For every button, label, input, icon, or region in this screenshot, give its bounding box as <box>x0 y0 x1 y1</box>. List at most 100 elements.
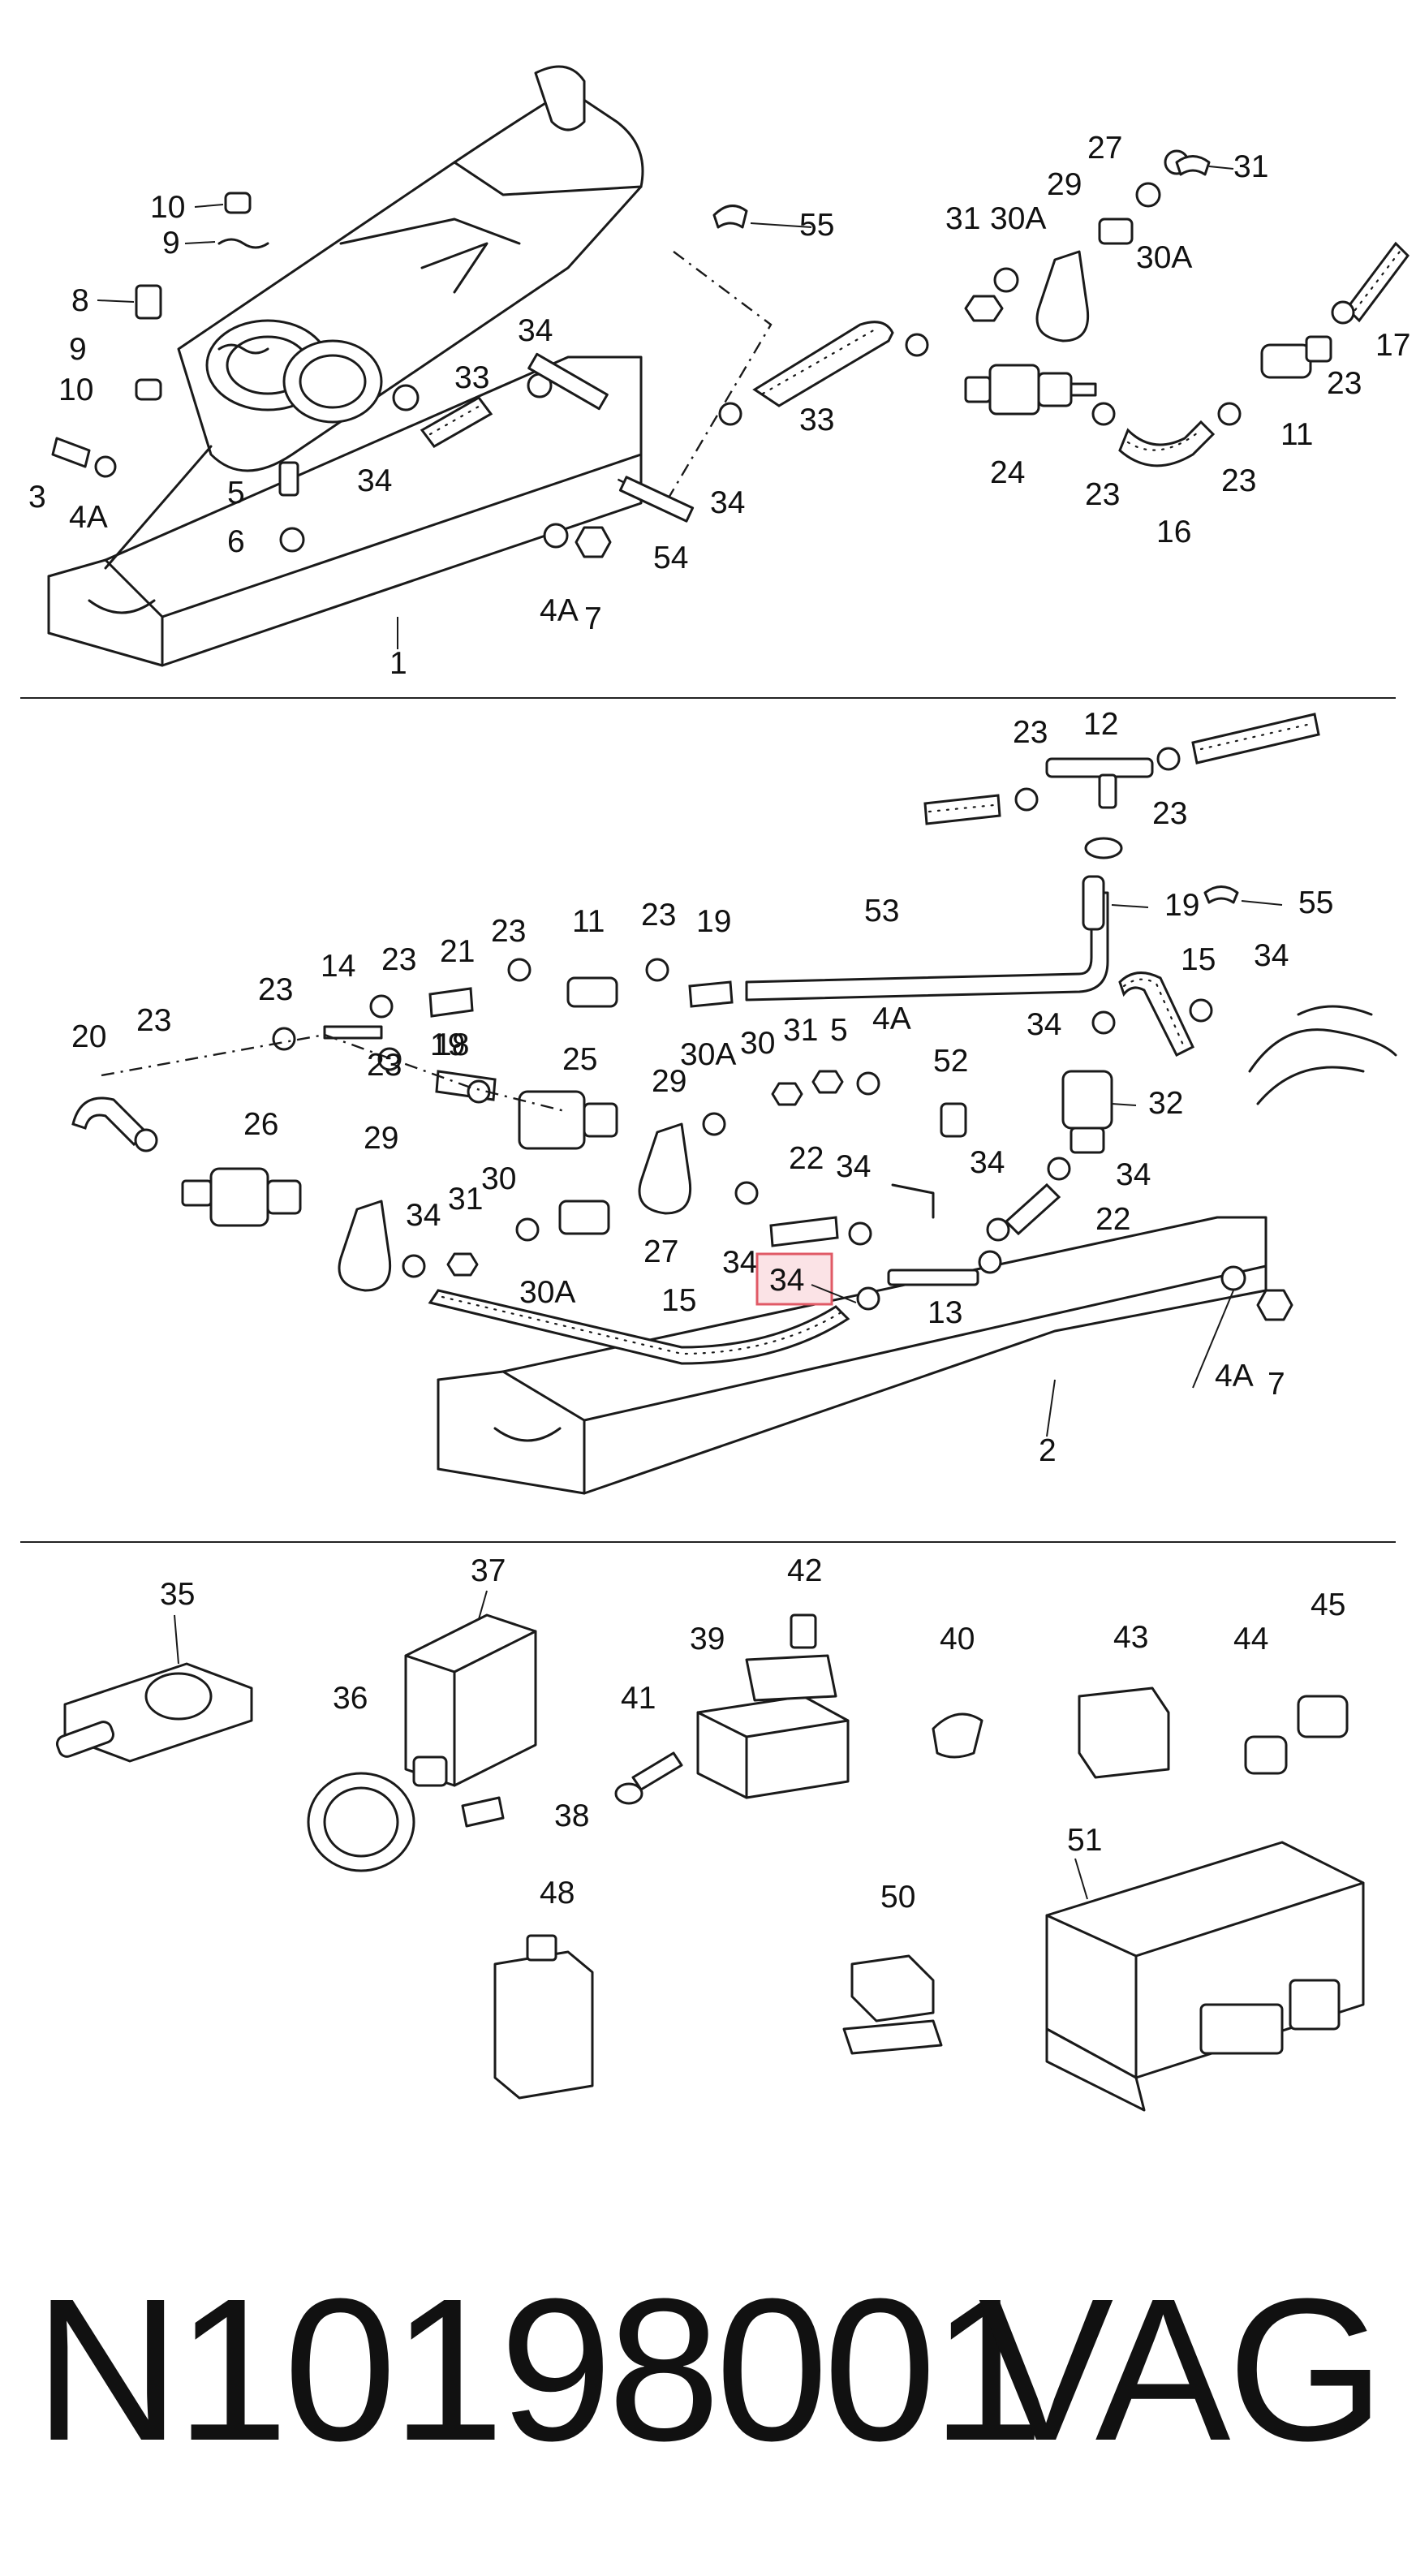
callout-10-top: 10 <box>150 190 185 225</box>
callout-35: 35 <box>160 1577 195 1612</box>
callout-34-s2-a: 34 <box>1254 938 1289 973</box>
callout-40: 40 <box>940 1622 975 1656</box>
callout-29-mid-right: 29 <box>652 1064 686 1099</box>
callout-31-mid: 31 <box>783 1013 818 1048</box>
callout-31-top-right: 31 <box>1233 149 1268 184</box>
callout-7-top: 7 <box>584 601 602 636</box>
callout-30-mid: 30 <box>740 1026 775 1061</box>
callout-44: 44 <box>1233 1622 1268 1656</box>
brand-name: VAG <box>978 2256 1385 2483</box>
callout-34-s2-e: 34 <box>836 1149 871 1184</box>
callout-34-s2-b: 34 <box>1026 1007 1061 1042</box>
callout-34-s2-d: 34 <box>406 1198 441 1233</box>
callout-2: 2 <box>1039 1433 1057 1468</box>
callout-10-lower: 10 <box>58 373 93 407</box>
callout-4a-mid: 4A <box>540 593 579 628</box>
callout-12: 12 <box>1083 707 1118 742</box>
callout-9-lower: 9 <box>69 332 87 367</box>
callout-23-s2-f: 23 <box>491 914 526 949</box>
callout-9-top: 9 <box>162 226 180 261</box>
callout-labels: 10 9 8 9 10 3 4A 5 6 1 34 33 34 33 34 54… <box>28 131 1410 1915</box>
callout-48: 48 <box>540 1876 575 1910</box>
callout-14: 14 <box>321 949 355 984</box>
callout-19-left: 19 <box>696 904 731 939</box>
callout-4a-left: 4A <box>69 500 108 535</box>
callout-45: 45 <box>1311 1587 1345 1622</box>
callout-39: 39 <box>690 1622 725 1656</box>
callout-23-top-right: 23 <box>1327 366 1362 401</box>
part-number: N10198001 <box>34 2256 1044 2483</box>
callout-29-top: 29 <box>1047 167 1082 202</box>
callout-19-right: 19 <box>1164 888 1199 923</box>
callout-37: 37 <box>471 1553 506 1588</box>
callout-27-mid: 27 <box>643 1234 678 1269</box>
exploded-parts-diagram: 10 9 8 9 10 3 4A 5 6 1 34 33 34 33 34 54… <box>20 65 1410 2112</box>
callout-17: 17 <box>1375 328 1410 363</box>
callout-41: 41 <box>621 1681 656 1716</box>
callout-6: 6 <box>227 524 245 559</box>
callout-8: 8 <box>71 283 89 318</box>
highlight-box <box>755 1252 833 1306</box>
callout-3: 3 <box>28 480 46 515</box>
callout-50: 50 <box>880 1880 915 1915</box>
callout-34-c: 34 <box>710 485 745 520</box>
callout-18: 18 <box>434 1027 469 1062</box>
callout-31-top: 31 <box>945 201 980 236</box>
callout-55-top: 55 <box>799 208 834 243</box>
callout-30-mid-lower: 30 <box>481 1161 516 1196</box>
callout-23-s2-g: 23 <box>641 898 676 933</box>
callout-23-top-mid: 23 <box>1085 477 1120 512</box>
fuel-line-assembly <box>71 713 1397 1495</box>
callout-43: 43 <box>1113 1620 1148 1655</box>
callout-34-b: 34 <box>357 463 392 498</box>
callout-30a-mid-lower: 30A <box>519 1275 575 1310</box>
callout-23-s2-c: 23 <box>136 1003 171 1038</box>
callout-34-s2-f: 34 <box>970 1145 1005 1180</box>
callout-21: 21 <box>440 934 475 969</box>
callout-1: 1 <box>390 646 407 681</box>
callout-15-right: 15 <box>1181 942 1216 977</box>
callout-19-mid: 19 <box>430 1027 465 1062</box>
callout-7-mid: 7 <box>1268 1367 1285 1402</box>
callout-30a-mid: 30A <box>680 1037 736 1072</box>
callout-26: 26 <box>243 1107 278 1142</box>
callout-23-s2-h: 23 <box>367 1048 402 1083</box>
callout-51: 51 <box>1067 1823 1102 1858</box>
leader-lines <box>97 166 1283 1900</box>
callout-11-mid: 11 <box>572 904 605 939</box>
callout-22-mid: 22 <box>789 1141 824 1176</box>
callout-33-right: 33 <box>799 403 834 437</box>
callout-5-mid: 5 <box>830 1013 848 1048</box>
callout-54: 54 <box>653 541 688 575</box>
callout-23-top-b: 23 <box>1221 463 1256 498</box>
callout-38: 38 <box>554 1798 589 1833</box>
callout-31-mid-lower: 31 <box>448 1182 483 1217</box>
callout-4a-s2-top: 4A <box>872 1002 911 1036</box>
callout-29-mid-left: 29 <box>364 1121 398 1156</box>
callout-30a-top-right: 30A <box>1136 240 1192 275</box>
callout-16: 16 <box>1156 515 1191 549</box>
callout-23-s2-a: 23 <box>1013 715 1048 750</box>
callout-4a-s2-right: 4A <box>1215 1359 1254 1394</box>
callout-34-s2-c: 34 <box>1116 1157 1151 1192</box>
callout-24: 24 <box>990 455 1025 490</box>
callout-22-right: 22 <box>1095 1202 1130 1237</box>
callout-11-top: 11 <box>1280 417 1314 452</box>
callout-34-a: 34 <box>518 313 553 348</box>
callout-42: 42 <box>787 1553 822 1588</box>
callout-13: 13 <box>928 1295 962 1330</box>
callout-36: 36 <box>333 1681 368 1716</box>
callout-53: 53 <box>864 894 899 928</box>
tank-assembly <box>47 65 1410 667</box>
callout-32: 32 <box>1148 1086 1183 1121</box>
callout-34-s2-g: 34 <box>722 1245 757 1280</box>
callout-34-highlighted: 34 <box>769 1263 804 1298</box>
callout-33-left: 33 <box>454 360 489 395</box>
callout-23-s2-b: 23 <box>1152 796 1187 831</box>
electrical-parts <box>55 1613 1365 2112</box>
callout-52: 52 <box>933 1044 968 1079</box>
callout-23-s2-d: 23 <box>258 972 293 1007</box>
callout-25: 25 <box>562 1042 597 1077</box>
callout-30a-top-left: 30A <box>990 201 1046 236</box>
callout-55-mid: 55 <box>1298 885 1333 920</box>
